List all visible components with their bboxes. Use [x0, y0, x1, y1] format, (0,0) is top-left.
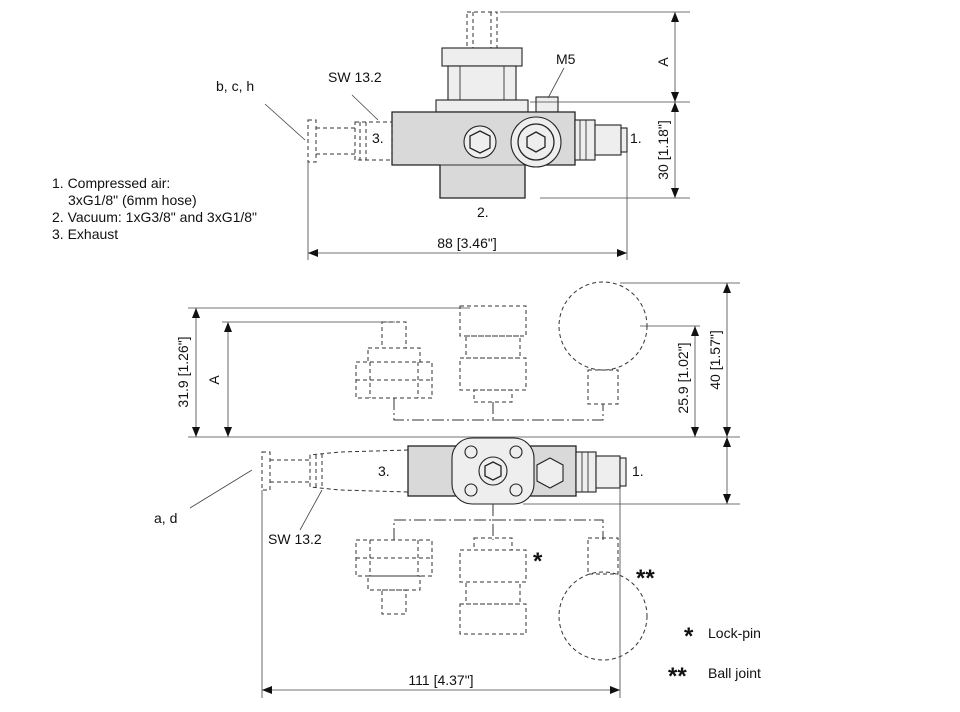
note-line-1: 1. Compressed air: — [52, 175, 170, 191]
note-line-3: 2. Vacuum: 1xG3/8" and 3xG1/8" — [52, 209, 257, 225]
key-ball-label: Ball joint — [708, 665, 761, 681]
star-single: * — [533, 548, 543, 575]
dim-31-9: 31.9 [1.26"] — [175, 336, 191, 407]
key-lock-label: Lock-pin — [708, 625, 761, 641]
left-silencer-side-dashed — [309, 449, 409, 493]
label-m5: M5 — [556, 51, 576, 67]
right-fitting — [574, 119, 596, 161]
side-port-3: 3. — [378, 463, 390, 479]
leader-sw-side — [299, 489, 323, 531]
top-port-1: 1. — [630, 130, 642, 146]
top-cap-dashed — [466, 11, 498, 49]
top-port-2: 2. — [477, 204, 489, 220]
hex-bolt-small — [463, 125, 497, 159]
dim-111: 111 [4.37"] — [408, 672, 473, 688]
top-fitting-body — [447, 65, 517, 101]
top-port-3: 3. — [372, 130, 384, 146]
fitting-left-lower-dashed — [355, 539, 433, 615]
dim-a-side: A — [206, 375, 222, 385]
symbol-key: * Lock-pin ** Ball joint — [668, 623, 761, 690]
m5-port — [535, 96, 559, 113]
side-port-1: 1. — [632, 463, 644, 479]
fitting-mid-upper-dashed — [459, 305, 527, 403]
note-line-2: 3xG1/8" (6mm hose) — [68, 192, 197, 208]
ball-joint-upper-dashed — [558, 281, 648, 405]
dim-height-top: 30 [1.18"] — [655, 120, 671, 179]
legend-notes: 1. Compressed air: 3xG1/8" (6mm hose) 2.… — [52, 175, 257, 242]
right-fitting-cap — [594, 124, 622, 156]
label-bch: b, c, h — [216, 78, 254, 94]
leader-m5 — [547, 67, 565, 99]
leader-ad — [189, 469, 253, 509]
label-sw-top: SW 13.2 — [328, 69, 382, 85]
top-fitting-nut — [441, 47, 523, 67]
leader-sw-top — [351, 94, 379, 121]
top-view: b, c, h SW 13.2 M5 3. 1. 2. A 30 [1.18"]… — [216, 11, 690, 260]
dim-width-top: 88 [3.46"] — [437, 235, 496, 251]
fitting-left-upper-dashed — [355, 321, 433, 399]
dim-a-top: A — [655, 57, 671, 67]
note-line-4: 3. Exhaust — [52, 226, 118, 242]
top-fitting-base — [435, 99, 529, 113]
dim-40: 40 [1.57"] — [707, 330, 723, 389]
label-sw-side: SW 13.2 — [268, 531, 322, 547]
star-double: ** — [636, 565, 655, 592]
label-ad: a, d — [154, 510, 177, 526]
key-ball-symbol: ** — [668, 663, 687, 690]
left-tip-dashed — [307, 119, 317, 163]
right-fitting-side — [575, 451, 597, 493]
side-view: 3. 1. a, d SW 13.2 * ** 31.9 [1.26"] A 2… — [154, 281, 740, 698]
ball-joint-lower-dashed — [558, 537, 648, 661]
dim-25-9: 25.9 [1.02"] — [675, 342, 691, 413]
hex-nut-side — [536, 457, 564, 489]
key-lock-symbol: * — [684, 623, 694, 650]
fitting-mid-lower-dashed — [459, 537, 527, 635]
leader-bch — [264, 103, 306, 141]
left-silencer-dashed — [354, 121, 393, 161]
